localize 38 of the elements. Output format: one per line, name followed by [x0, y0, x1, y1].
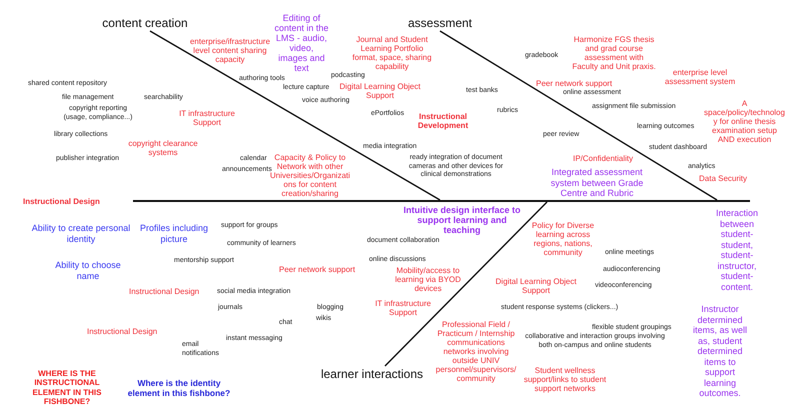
issue-note: Harmonize FGS thesis and grad course assessment with Faculty and Unit praxis.: [571, 35, 657, 71]
issue-note: enterprise/ifrastructure level content sharing capacity: [189, 37, 271, 64]
issue-note: Instructional Design: [87, 327, 158, 336]
comment-note: Editing of content in the LMS - audio, video, images and text: [274, 13, 329, 73]
question-note: Where is the identity element in this fishbone?: [126, 378, 232, 398]
comment-note: Intuitive design interface to support learning and teaching: [402, 205, 522, 235]
issue-note: Professional Field / Practicum / Internship communications networks involving outside UNIV personnel/supervisors/ community: [434, 320, 518, 383]
issue-note: IT infrastructure Support: [178, 109, 236, 127]
issue-note: Instructional Development: [416, 112, 470, 130]
issue-note: Journal and Student Learning Portfolio format, space, sharing capability: [351, 35, 433, 71]
category-label: assessment: [405, 15, 475, 31]
issue-note: Digital Learning Object Support: [494, 277, 578, 295]
comment-note: Ability to choose name: [54, 260, 122, 281]
issue-note: Peer network support: [279, 265, 356, 274]
issue-note: Mobility/access to learning via BYOD devices: [394, 266, 462, 293]
bone-line: [150, 30, 440, 201]
comment-note: Ability to create personal identity: [30, 223, 132, 244]
comment-note: Interaction between student-student, student-instructor, student-content.: [714, 208, 760, 292]
bone-line: [384, 202, 548, 366]
issue-note: A space/policy/technology for online thesis examination setup AND execution: [704, 99, 785, 144]
issue-note: Data Security: [699, 174, 748, 183]
category-label: learner interactions: [318, 366, 426, 382]
issue-note: Policy for Diverse learning across regions, nations, community: [530, 221, 596, 257]
issue-note: enterprise level assessment system: [664, 68, 736, 86]
spine-line: [133, 200, 750, 202]
issue-note: Peer network support: [536, 79, 612, 88]
comment-note: Integrated assessment system between Grade Centre and Rubric: [550, 167, 644, 198]
comment-note: Profiles including picture: [138, 223, 210, 244]
issue-note: IP/Confidentiality: [573, 154, 634, 163]
question-note: WHERE IS THE INSTRUCTIONAL ELEMENT IN THIS FISHBONE?: [32, 369, 102, 406]
issue-note: Instructional Design: [129, 287, 200, 296]
issue-note: Instructional Design: [23, 197, 100, 206]
comment-note: Instructor determined items, as well as, student determined items to support learning outcomes.: [692, 304, 748, 398]
issue-note: Student wellness support/links to student support networks: [522, 366, 608, 393]
category-label: content creation: [99, 15, 191, 31]
issue-note: copyright clearance systems: [127, 139, 199, 157]
issue-note: IT infrastructure Support: [374, 299, 432, 317]
bone-line: [440, 30, 718, 201]
